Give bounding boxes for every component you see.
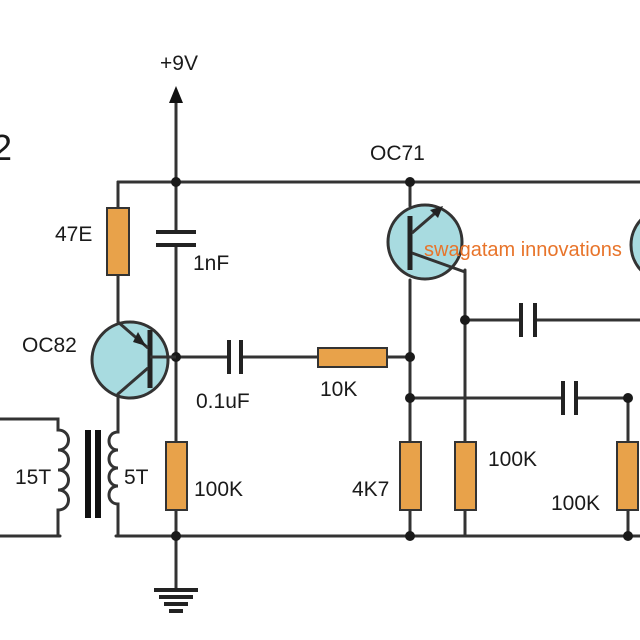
label-0-1uf: 0.1uF bbox=[196, 390, 250, 413]
label-15t: 15T bbox=[15, 466, 51, 489]
label-5t: 5T bbox=[124, 466, 149, 489]
resistor-100k-mid bbox=[454, 441, 477, 511]
transistor-oc71 bbox=[386, 203, 466, 281]
transformer bbox=[0, 392, 120, 538]
label-oc82: OC82 bbox=[22, 334, 77, 357]
label-100k-right: 100K bbox=[551, 492, 600, 515]
transistor-oc82 bbox=[90, 320, 176, 400]
resistor-4k7 bbox=[399, 441, 422, 511]
capacitor-0-1uf bbox=[227, 340, 243, 374]
watermark: swagatam innovations bbox=[424, 239, 622, 261]
label-1nf: 1nF bbox=[193, 252, 229, 275]
label-4k7: 4K7 bbox=[352, 478, 389, 501]
capacitor-lower-right bbox=[561, 381, 578, 415]
label-47e: 47E bbox=[55, 223, 92, 246]
capacitor-upper-right bbox=[519, 303, 537, 337]
resistor-100k-right bbox=[616, 441, 639, 511]
supply-arrow bbox=[169, 86, 183, 184]
junction-dots bbox=[171, 177, 633, 541]
label-100k-mid: 100K bbox=[488, 448, 537, 471]
label-oc71: OC71 bbox=[370, 142, 425, 165]
label-100k-left: 100K bbox=[194, 478, 243, 501]
capacitor-1nf bbox=[156, 230, 196, 247]
resistor-47e bbox=[106, 207, 130, 276]
label-10k: 10K bbox=[320, 378, 357, 401]
supply-label: +9V bbox=[160, 52, 198, 75]
resistor-100k-left bbox=[165, 441, 188, 511]
fragment-number: 2 bbox=[0, 127, 12, 168]
resistor-10k bbox=[317, 347, 388, 368]
ground-symbol bbox=[154, 534, 198, 613]
transistor-partial-right bbox=[629, 218, 640, 272]
